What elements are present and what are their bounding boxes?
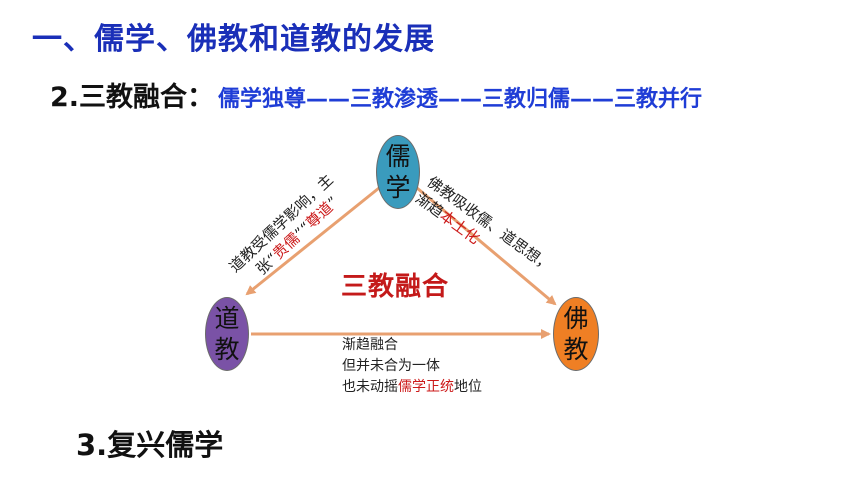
arrow-ru-to-dao xyxy=(245,186,380,296)
slide-title: 一、儒学、佛教和道教的发展 xyxy=(32,22,435,57)
left-edge-text: 道教受儒学影响，主 张“贵儒”“尊道” xyxy=(225,171,360,302)
bottom-edge-line-1: 渐趋融合 xyxy=(342,337,398,353)
node-dao-char-2: 教 xyxy=(214,335,240,364)
section-2-label: 2.三教融合： xyxy=(50,82,215,113)
bottom-edge-suffix: 地位 xyxy=(454,379,482,395)
three-teachings-diagram: 儒 学 道 教 佛 教 三教融合 道教受儒学影响，主 张“贵儒”“尊道” 佛教吸… xyxy=(195,130,615,410)
node-dao-char-1: 道 xyxy=(214,304,240,333)
section-2-detail: 儒学独尊——三教渗透——三教归儒——三教并行 xyxy=(218,87,703,112)
node-fo-char-2: 教 xyxy=(563,335,589,364)
bottom-edge-text: 渐趋融合 但并未合为一体 也未动摇儒学正统地位 xyxy=(342,335,482,398)
section-3-label: 3.复兴儒学 xyxy=(76,428,224,462)
node-taoism: 道 教 xyxy=(205,297,249,371)
node-ru-char-1: 儒 xyxy=(385,142,411,171)
bottom-edge-highlight: 儒学正统 xyxy=(398,379,454,395)
arrow-ru-to-fo xyxy=(416,186,557,306)
node-buddhism: 佛 教 xyxy=(553,297,599,371)
bottom-edge-prefix: 也未动摇 xyxy=(342,379,398,395)
bottom-edge-line-3: 也未动摇儒学正统地位 xyxy=(342,377,482,398)
node-ru-char-2: 学 xyxy=(385,173,411,202)
right-edge-text: 佛教吸收儒、道思想， 渐趋本土化 xyxy=(412,172,585,276)
center-label: 三教融合 xyxy=(341,272,450,302)
section-2-row: 2.三教融合： 儒学独尊——三教渗透——三教归儒——三教并行 xyxy=(50,75,702,114)
bottom-edge-line-2: 但并未合为一体 xyxy=(342,358,440,374)
diagram-arrows xyxy=(245,186,557,339)
node-confucianism: 儒 学 xyxy=(376,135,420,209)
node-fo-char-1: 佛 xyxy=(563,304,589,333)
